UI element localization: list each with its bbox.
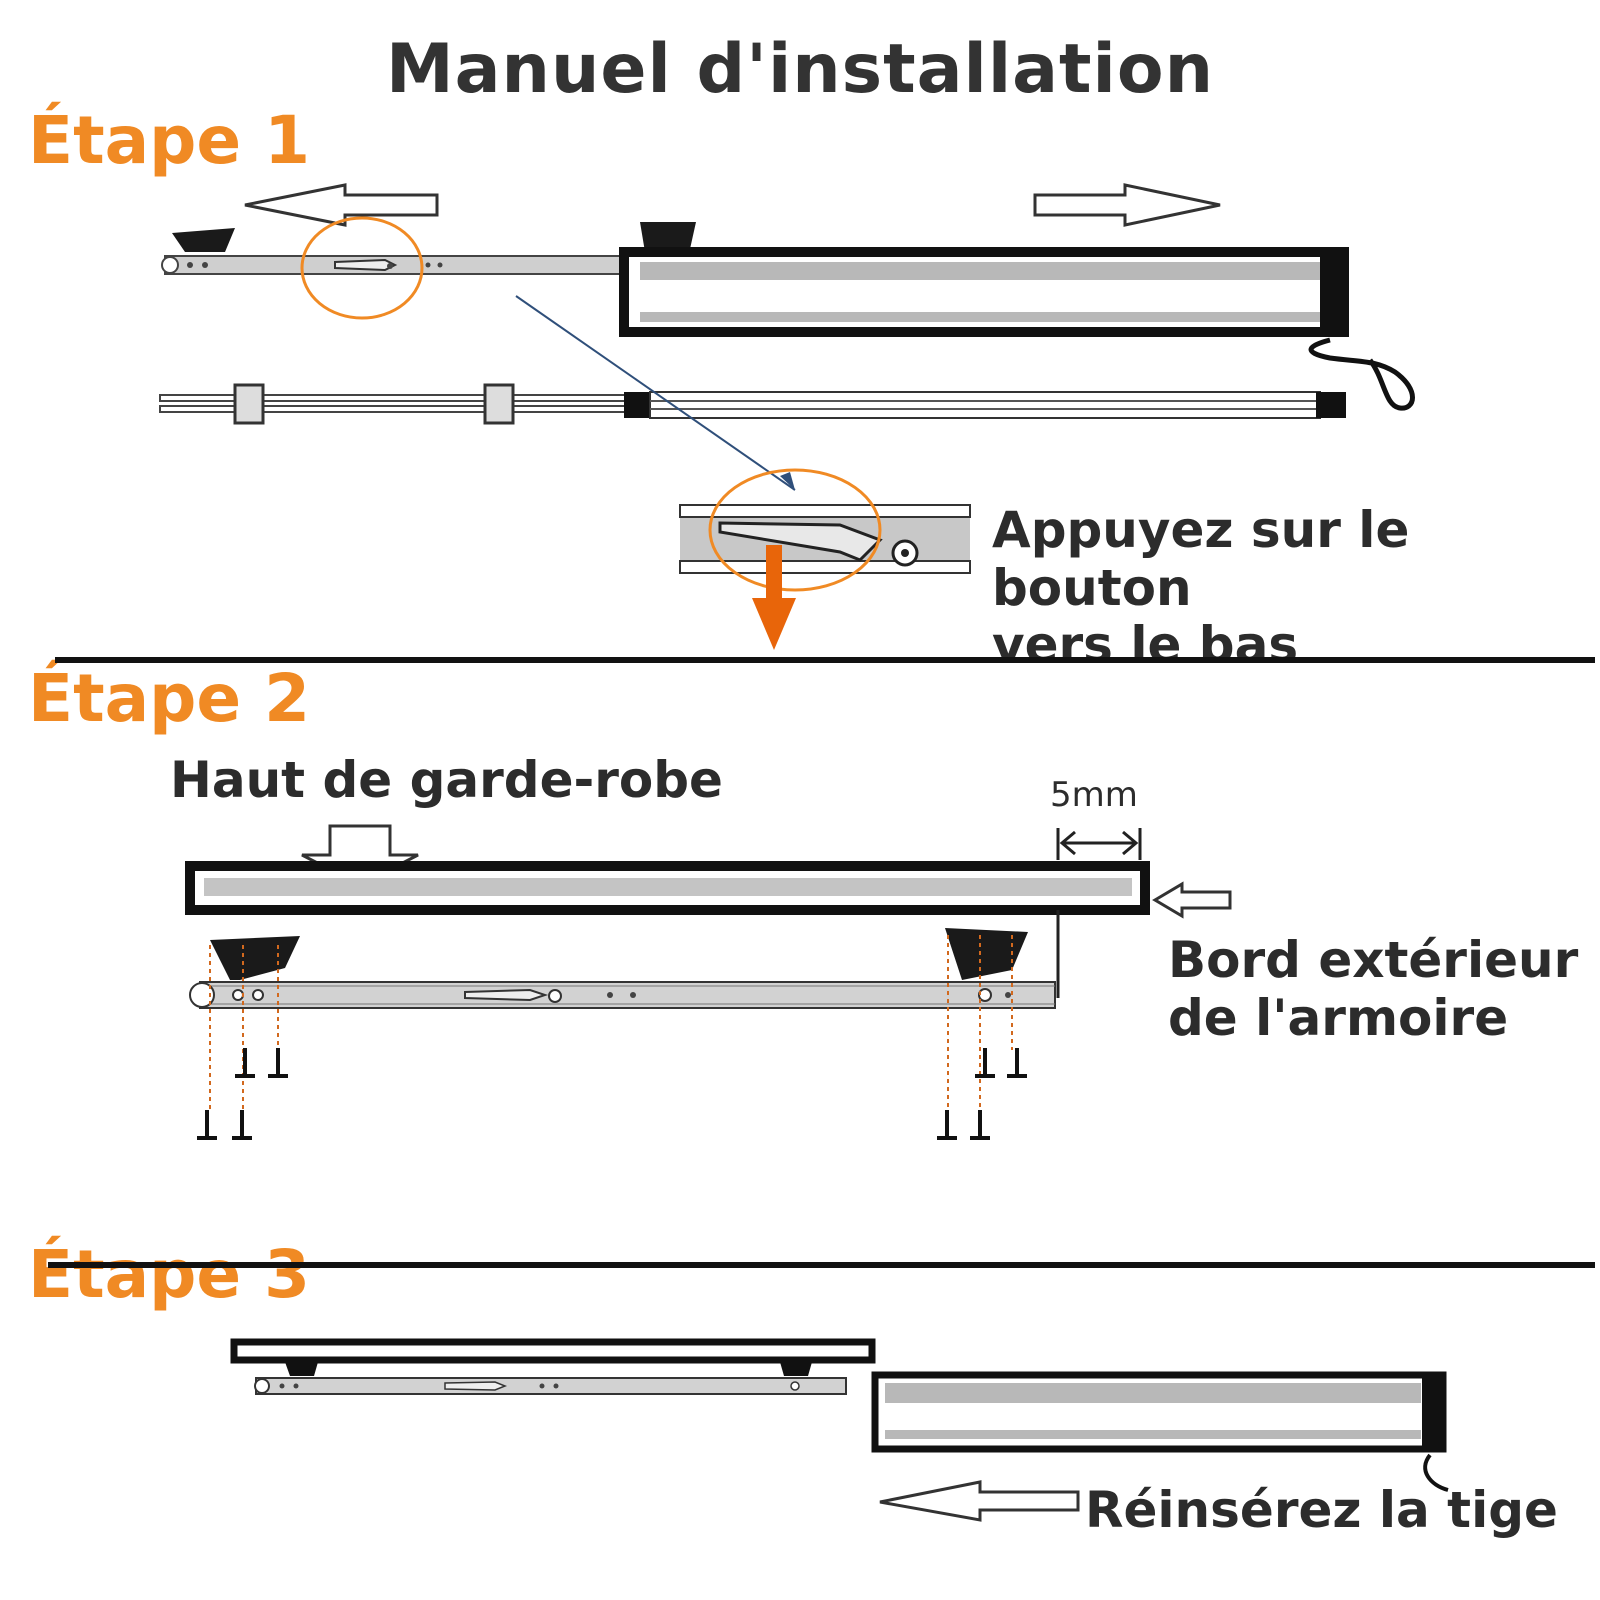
step-2-instruction-line-1: Bord extérieur [1168, 931, 1579, 989]
screw-icons [197, 1048, 1027, 1140]
step-1-instruction-line-2: vers le bas [992, 616, 1299, 674]
section-divider-1 [55, 657, 1595, 663]
push-down-arrow-icon [752, 598, 796, 650]
mount-bracket-left [172, 228, 235, 252]
step-1-instruction: Appuyez sur le bouton vers le bas [992, 501, 1600, 675]
zoom-highlight [708, 468, 882, 592]
step-2-dimension-label: 5mm [1050, 775, 1138, 815]
step-1-instruction-line-1: Appuyez sur le bouton [992, 501, 1410, 617]
pull-left-arrow-icon [244, 183, 439, 227]
mount-bracket-rear [945, 928, 1028, 980]
step-2-heading: Haut de garde-robe [170, 751, 723, 809]
step-2-instruction: Bord extérieur de l'armoire [1168, 931, 1579, 1047]
wardrobe-top-board-step-3 [230, 1338, 876, 1364]
release-button-icon [334, 258, 398, 272]
rail-clip-left [233, 383, 265, 425]
reinsert-arrow-icon [879, 1480, 1080, 1522]
zoom-release-button-icon [718, 521, 883, 562]
rail-clip-right [483, 383, 515, 425]
rod-release-button-icon [464, 988, 549, 1002]
page-title: Manuel d'installation [385, 30, 1214, 109]
step-2-label: Étape 2 [28, 660, 311, 737]
mount-bracket-front [210, 936, 300, 980]
step-2-instruction-line-2: de l'armoire [1168, 988, 1509, 1047]
pull-cord [1308, 337, 1415, 411]
section-divider-2 [48, 1262, 1595, 1268]
step-3-instruction: Réinsérez la tige [1085, 1481, 1558, 1539]
step-3-illustration [230, 1338, 1449, 1522]
rod-step-3 [255, 1377, 847, 1395]
pull-right-arrow-icon [1033, 183, 1221, 227]
step-1-illustration [159, 183, 1415, 650]
step-2-illustration [185, 824, 1232, 1140]
step-1-label: Étape 1 [28, 102, 311, 179]
edge-arrow-icon [1152, 881, 1232, 919]
zoom-pointer-line [515, 295, 796, 491]
step-3-label: Étape 3 [28, 1236, 311, 1313]
release-button-highlight [300, 216, 424, 320]
